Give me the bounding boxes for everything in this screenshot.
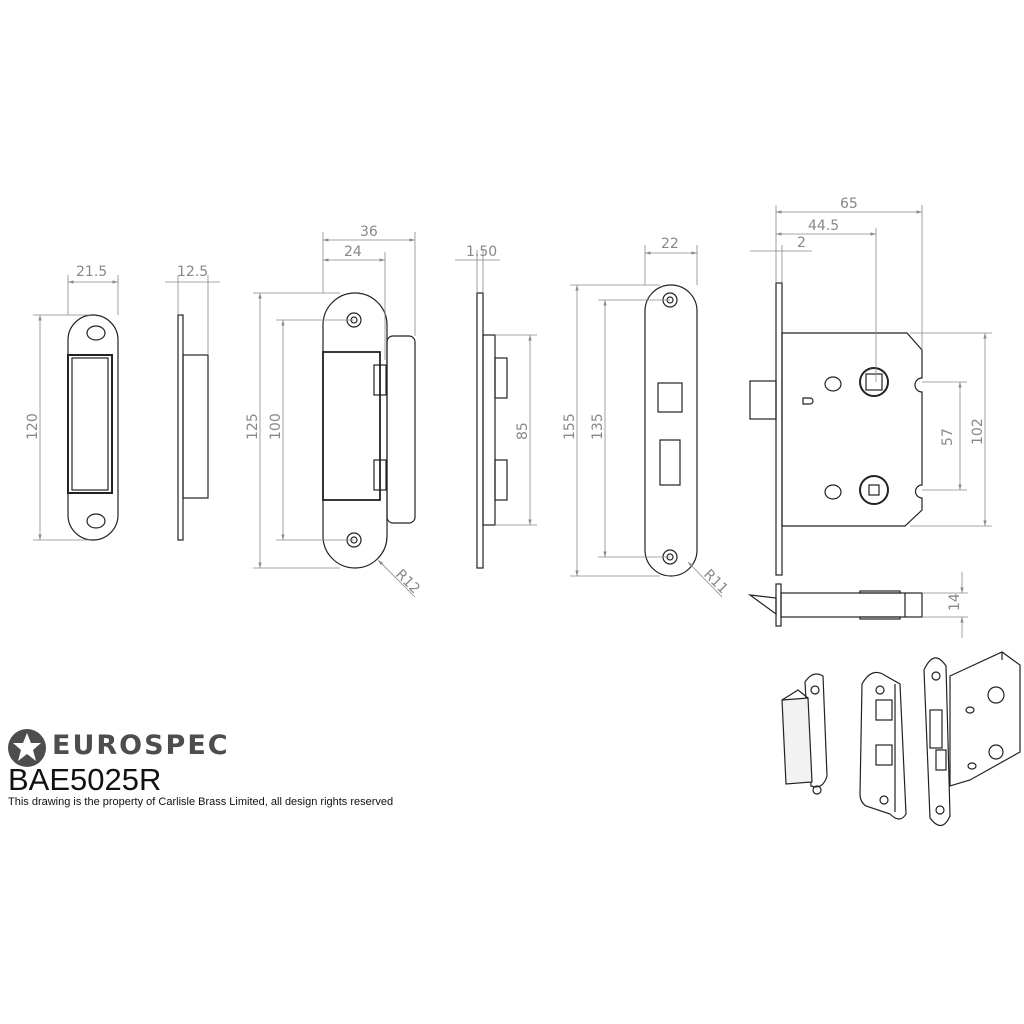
- dim-spindle-centres: 57: [940, 428, 956, 446]
- strike-plate-side-view: 12.5: [165, 264, 220, 541]
- dim-case-thickness: 14: [947, 593, 963, 611]
- product-code: BAE5025R: [8, 762, 162, 797]
- dim-keep-width: 22: [661, 236, 679, 252]
- dim-strike-depth: 12.5: [177, 264, 208, 280]
- dim-keep-radius: R11: [700, 567, 731, 598]
- dim-forend-thickness: 2: [797, 235, 806, 251]
- star-circle-icon: [8, 729, 46, 767]
- latch-side-view: 1.50 85: [455, 244, 537, 569]
- dim-case-height: 102: [970, 418, 986, 445]
- isometric-strike-plate: [781, 673, 828, 795]
- latch-front-view: 36 24 125 100 R12: [245, 224, 423, 597]
- dim-backset: 44.5: [808, 218, 839, 234]
- strike-plate-front-view: 21.5 120: [25, 264, 119, 541]
- dim-latch-width-total: 36: [360, 224, 378, 240]
- dim-latch-radius: R12: [392, 567, 423, 598]
- lock-case-side-view: 65 44.5 2 57 102: [749, 196, 992, 576]
- dim-latch-hole-centres: 100: [268, 413, 284, 440]
- dim-latch-plate-height: 125: [245, 413, 261, 440]
- dim-case-depth: 65: [840, 196, 858, 212]
- brand-logo: EUROSPEC: [52, 730, 230, 761]
- dim-keep-hole-centres: 135: [590, 413, 606, 440]
- isometric-lock-case: [923, 651, 1021, 827]
- dim-strike-height: 120: [25, 413, 41, 440]
- dim-latch-body-height: 85: [515, 422, 531, 440]
- dim-latch-plate-width: 24: [344, 244, 362, 260]
- dim-latch-plate-thickness: 1.50: [466, 244, 497, 260]
- dim-strike-width: 21.5: [76, 264, 107, 280]
- dim-keep-height: 155: [562, 413, 578, 440]
- lock-case-bottom-view: 14: [747, 572, 968, 638]
- isometric-latch: [859, 671, 907, 820]
- disclaimer: This drawing is the property of Carlisle…: [8, 796, 394, 808]
- keep-front-view: 22 155 135 R11: [562, 236, 731, 597]
